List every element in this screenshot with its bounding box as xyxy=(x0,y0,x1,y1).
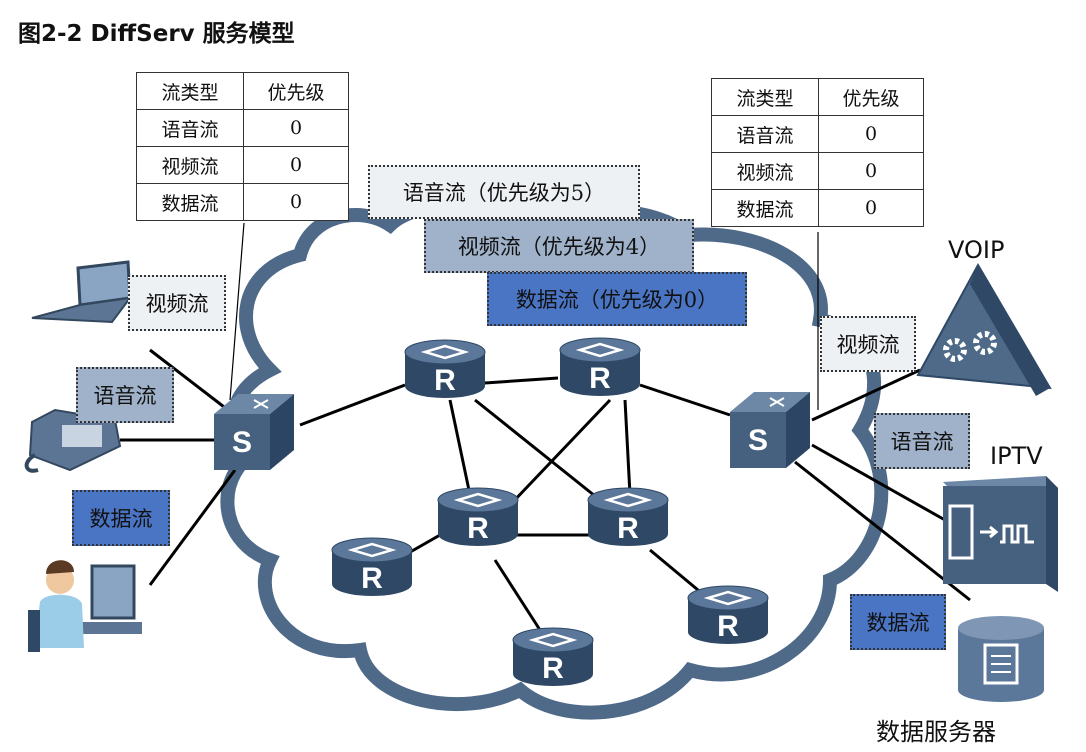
left-video-tag: 视频流 xyxy=(128,275,226,331)
table-cell: 视频流 xyxy=(711,152,819,190)
switch-left: S xyxy=(213,393,295,471)
table-cell: 数据流 xyxy=(136,183,244,221)
router-1: R xyxy=(403,338,487,400)
table-cell: 0 xyxy=(818,152,924,190)
table-row: 流类型优先级 xyxy=(711,78,924,116)
router-3-label: R xyxy=(467,512,489,545)
data-server-label: 数据服务器 xyxy=(876,718,996,746)
router-2: R xyxy=(558,336,642,398)
router-3: R xyxy=(436,486,520,548)
voice-priority-tag: 语音流（优先级为5） xyxy=(368,165,640,219)
table-header-cell: 流类型 xyxy=(711,78,819,116)
router-2-label: R xyxy=(589,362,611,395)
switch-right: S xyxy=(729,391,811,469)
switch-left-label: S xyxy=(232,426,252,459)
right-video-tag: 视频流 xyxy=(820,316,916,372)
router-6-label: R xyxy=(542,652,564,685)
iptv-device-icon xyxy=(943,476,1058,592)
figure-title: 图2-2 DiffServ 服务模型 xyxy=(18,21,295,47)
voip-device-icon xyxy=(916,262,1052,396)
table-cell: 语音流 xyxy=(136,109,244,147)
data-server-icon xyxy=(958,616,1044,702)
router-7-label: R xyxy=(717,610,739,643)
table-cell: 视频流 xyxy=(136,146,244,184)
router-5: R xyxy=(330,536,414,598)
right-data-tag: 数据流 xyxy=(850,594,946,650)
router-4: R xyxy=(586,486,670,548)
table-cell: 数据流 xyxy=(711,189,819,227)
telephone-icon xyxy=(24,408,122,473)
laptop-icon xyxy=(31,260,133,324)
switch-right-label: S xyxy=(748,424,768,457)
table-header-cell: 优先级 xyxy=(243,72,349,110)
router-4-label: R xyxy=(617,512,639,545)
data-priority-tag: 数据流（优先级为0） xyxy=(487,272,747,326)
table-cell: 0 xyxy=(818,189,924,227)
video-priority-tag: 视频流（优先级为4） xyxy=(424,219,694,273)
voip-label: VOIP xyxy=(948,236,1005,264)
table-header-cell: 流类型 xyxy=(136,72,244,110)
router-1-label: R xyxy=(434,364,456,397)
table-cell: 0 xyxy=(243,109,349,147)
router-6: R xyxy=(511,626,595,688)
router-7: R xyxy=(686,584,770,646)
table-cell: 0 xyxy=(243,183,349,221)
user-computer-icon xyxy=(28,560,142,652)
table-header-cell: 优先级 xyxy=(818,78,924,116)
left-voice-tag: 语音流 xyxy=(76,367,174,423)
iptv-label: IPTV xyxy=(990,442,1043,470)
table-row: 流类型优先级 xyxy=(136,72,349,110)
table-callouts xyxy=(229,222,819,410)
left-data-tag: 数据流 xyxy=(72,490,170,546)
right-voice-tag: 语音流 xyxy=(874,413,970,469)
table-cell: 0 xyxy=(818,115,924,153)
table-cell: 0 xyxy=(243,146,349,184)
router-5-label: R xyxy=(361,562,383,595)
table-cell: 语音流 xyxy=(711,115,819,153)
